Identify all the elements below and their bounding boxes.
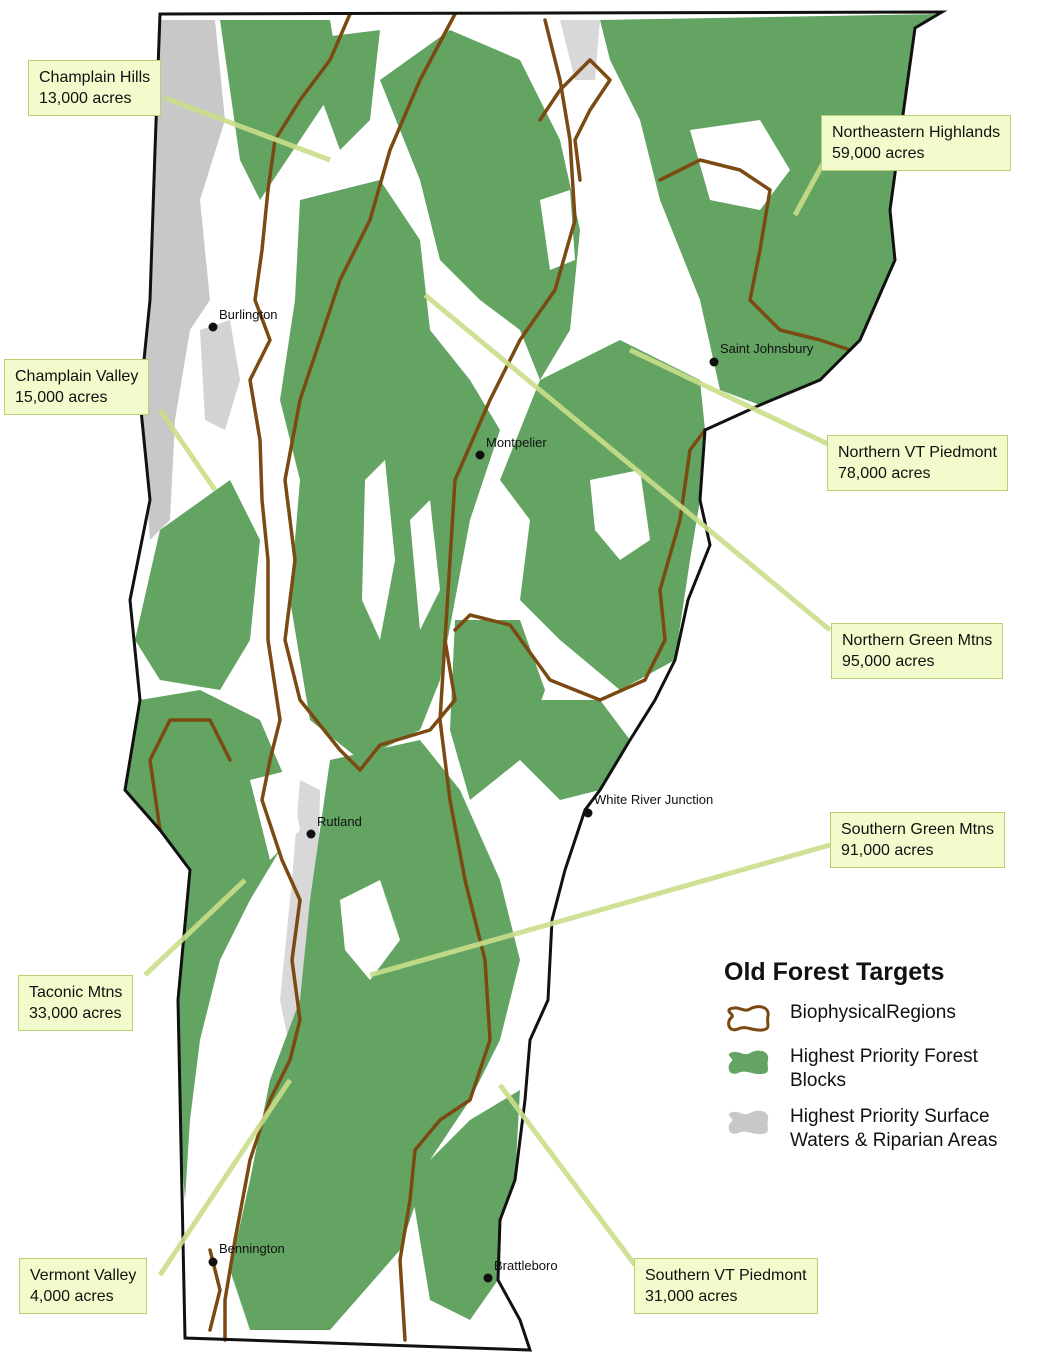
callout-southern-vt-piedmont: Southern VT Piedmont 31,000 acres <box>634 1258 818 1314</box>
region-outline-icon <box>727 1005 770 1032</box>
map-legend: Old Forest Targets BiophysicalRegions Hi… <box>724 958 1034 1165</box>
legend-label: Highest Priority Surface Waters & Ripari… <box>790 1106 998 1151</box>
region-name: Southern VT Piedmont <box>645 1267 807 1284</box>
city-label-montpelier: Montpelier <box>486 435 547 450</box>
legend-item-riparian: Highest Priority Surface Waters & Ripari… <box>724 1105 1034 1153</box>
region-name: Southern Green Mtns <box>841 821 994 838</box>
riparian-icon <box>728 1110 769 1135</box>
callout-northern-vt-piedmont: Northern VT Piedmont 78,000 acres <box>827 435 1008 491</box>
region-acres: 31,000 acres <box>645 1288 738 1305</box>
city-label-burlington: Burlington <box>219 307 278 322</box>
region-acres: 4,000 acres <box>30 1288 114 1305</box>
region-boundaries <box>148 12 852 1342</box>
legend-label: BiophysicalRegions <box>790 1002 956 1023</box>
region-name: Vermont Valley <box>30 1267 137 1284</box>
callout-taconic-mtns: Taconic Mtns 33,000 acres <box>18 975 134 1031</box>
state-outline <box>123 10 948 1352</box>
region-name: Champlain Valley <box>15 368 139 385</box>
city-points <box>208 322 719 1283</box>
region-acres: 59,000 acres <box>832 145 925 162</box>
region-name: Northern Green Mtns <box>842 632 993 649</box>
region-name: Northern VT Piedmont <box>838 444 997 461</box>
city-label-saint-johnsbury: Saint Johnsbury <box>720 341 814 356</box>
city-label-brattleboro: Brattleboro <box>494 1258 558 1273</box>
callout-vermont-valley: Vermont Valley 4,000 acres <box>19 1258 148 1314</box>
region-acres: 33,000 acres <box>29 1005 122 1022</box>
legend-item-regions: BiophysicalRegions <box>724 1001 1034 1033</box>
legend-item-forest: Highest Priority Forest Blocks <box>724 1045 1034 1093</box>
legend-title: Old Forest Targets <box>724 958 945 986</box>
region-name: Taconic Mtns <box>29 984 123 1001</box>
city-label-rutland: Rutland <box>317 814 362 829</box>
region-acres: 15,000 acres <box>15 389 108 406</box>
city-label-white-river-junction: White River Junction <box>594 792 714 807</box>
city-label-bennington: Bennington <box>219 1241 285 1256</box>
forest-block-icon <box>728 1050 769 1075</box>
region-acres: 95,000 acres <box>842 653 935 670</box>
legend-label: Highest Priority Forest Blocks <box>790 1046 978 1091</box>
region-acres: 91,000 acres <box>841 842 934 859</box>
callout-champlain-valley: Champlain Valley 15,000 acres <box>4 359 150 415</box>
region-acres: 13,000 acres <box>39 90 132 107</box>
region-acres: 78,000 acres <box>838 465 931 482</box>
leader-lines <box>143 95 832 1277</box>
callout-southern-green-mtns: Southern Green Mtns 91,000 acres <box>830 812 1005 868</box>
region-name: Northeastern Highlands <box>832 124 1001 141</box>
callout-northeastern-highlands: Northeastern Highlands 59,000 acres <box>821 115 1012 171</box>
region-name: Champlain Hills <box>39 69 151 86</box>
callout-northern-green-mtns: Northern Green Mtns 95,000 acres <box>831 623 1004 679</box>
forest-blocks <box>125 14 942 1330</box>
callout-champlain-hills: Champlain Hills 13,000 acres <box>28 60 162 116</box>
